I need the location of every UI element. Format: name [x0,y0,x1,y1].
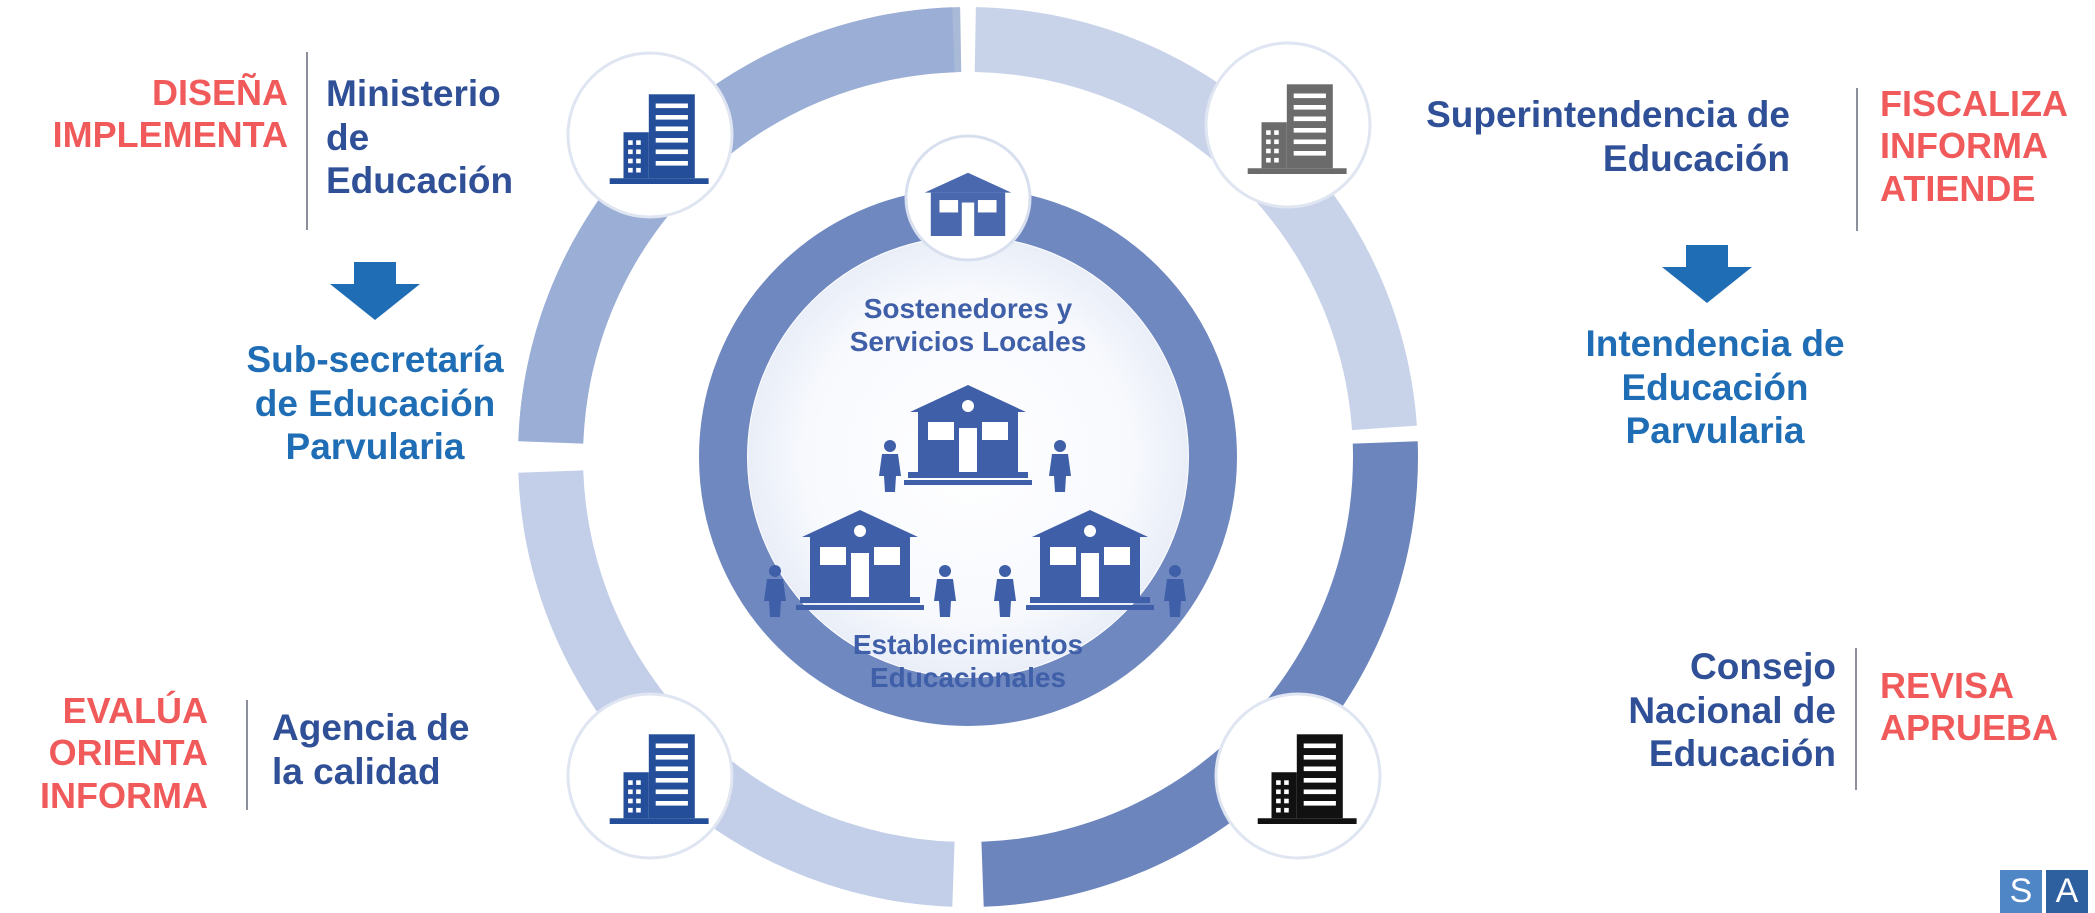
house-icon [904,134,1032,262]
logo-letter: S [2000,870,2042,913]
logo-letter: A [2046,870,2088,913]
building-icon [566,51,734,219]
ring-segment [974,7,1417,431]
separator [246,700,248,810]
arrow-down-icon [1662,245,1752,303]
consejo-actions: REVISA APRUEBA [1880,665,2059,749]
center-top-label: Sostenedores y Servicios Locales [849,293,1087,358]
ring-segment [981,441,1418,907]
ministerio-label: Ministerio de Educación [326,73,514,202]
logo: S A [2000,870,2088,913]
center-bottom-label: Establecimientos Educacionales [852,629,1084,694]
ministerio-actions: DISEÑA IMPLEMENTA [52,72,288,156]
arrow-down-icon [330,262,420,320]
separator [1855,648,1857,790]
separator [306,52,308,230]
agencia-label: Agencia de la calidad [272,707,470,792]
consejo-label: Consejo Nacional de Educación [1628,646,1836,775]
building-icon [566,692,734,860]
ring-segment [518,7,955,444]
agencia-actions: EVALÚA ORIENTA INFORMA [40,690,208,816]
ring-segment [518,470,955,907]
superintendencia-label: Superintendencia de Educación [1426,94,1790,179]
subsecretaria-label: Sub-secretaría de Educación Parvularia [246,339,504,468]
building-icon [1214,692,1382,860]
intendencia-label: Intendencia de Educación Parvularia [1585,323,1845,452]
separator [1856,88,1858,231]
superintendencia-actions: FISCALIZA INFORMA ATIENDE [1880,83,2068,209]
outer-ring [518,7,1418,907]
building-icon [1204,41,1372,209]
